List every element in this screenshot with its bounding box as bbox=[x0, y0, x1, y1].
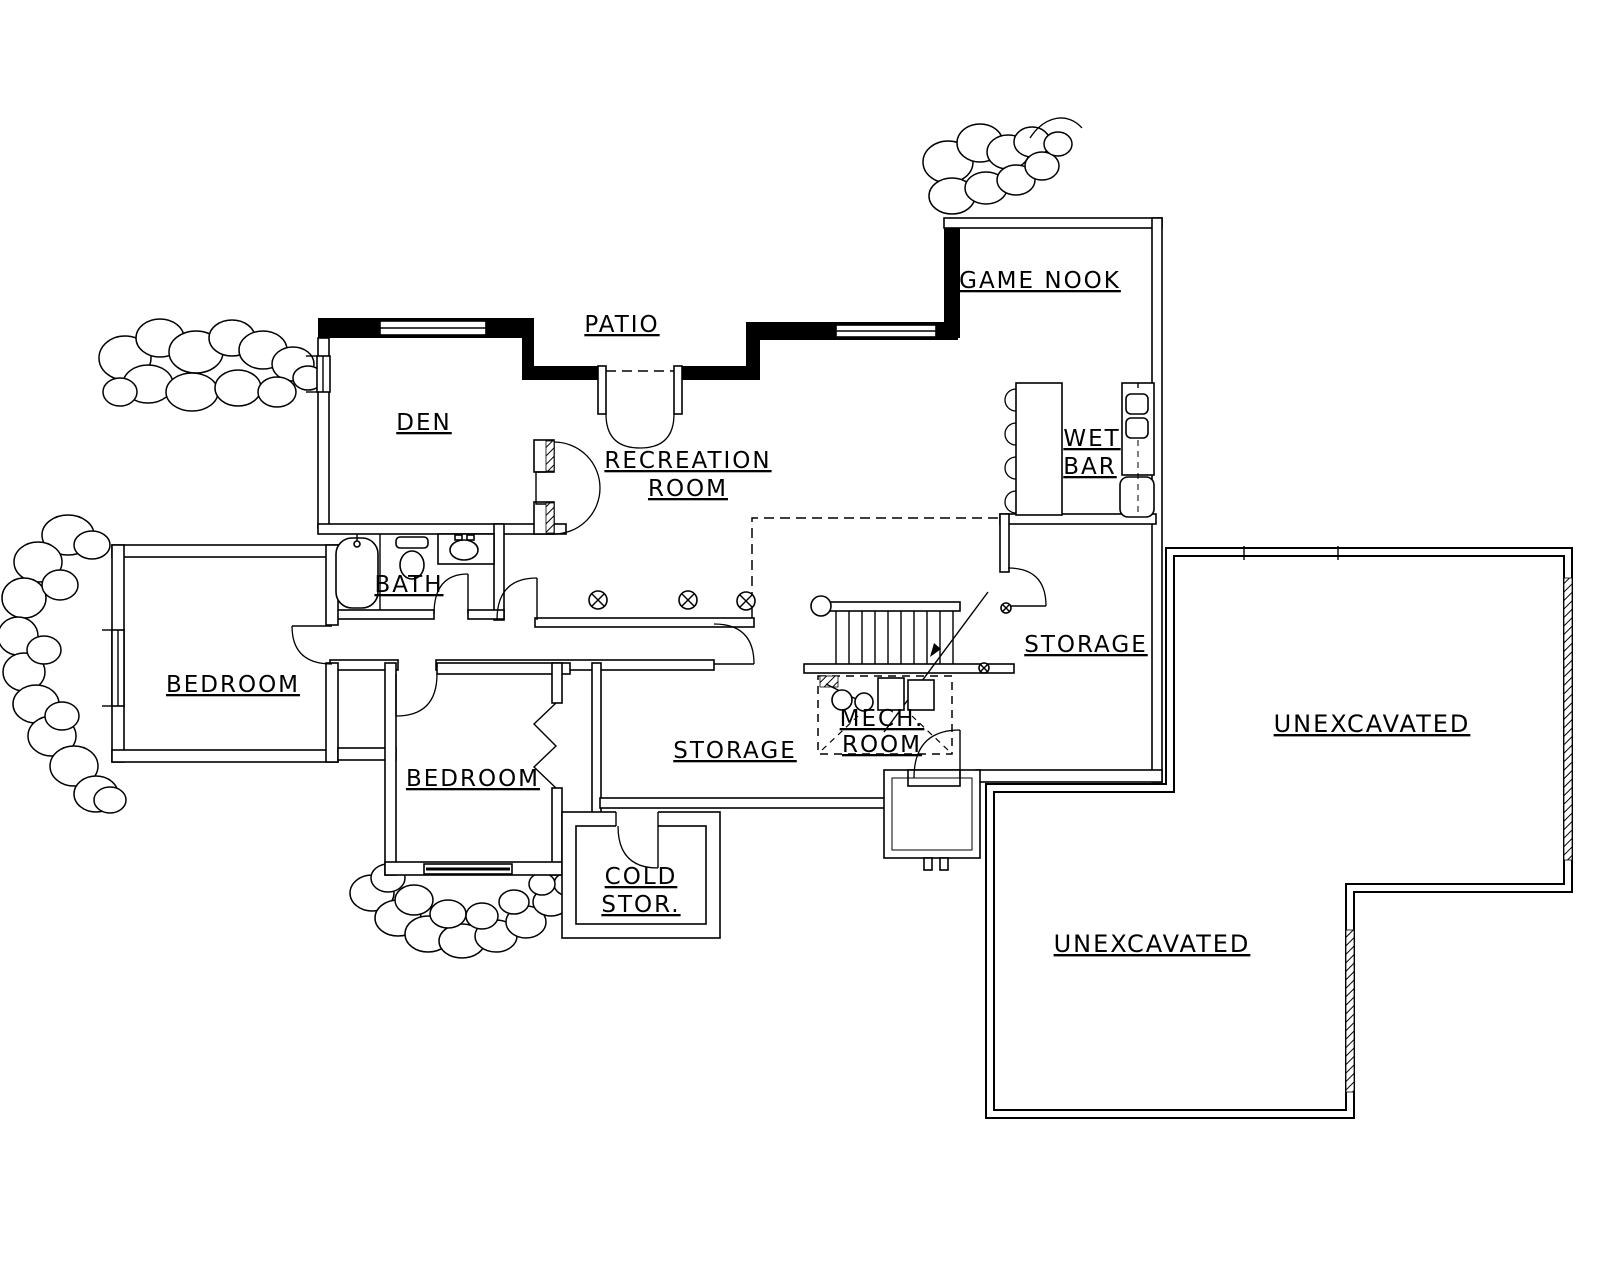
bar-counter-icon bbox=[1015, 382, 1063, 516]
refrigerator-icon bbox=[1119, 440, 1155, 518]
window-bedroom-left-icon bbox=[102, 629, 125, 707]
window-den-north-icon bbox=[379, 320, 487, 336]
room-label-game-nook: GAME NOOK bbox=[959, 268, 1121, 294]
patio-thick-walls bbox=[318, 218, 960, 380]
room-label-recreation-line2: ROOM bbox=[648, 476, 728, 502]
window-rec-north-icon bbox=[835, 324, 937, 338]
bifold-closet-doors-icon bbox=[532, 702, 558, 789]
shrub-cluster-bottom-icon bbox=[349, 863, 585, 959]
room-label-cold-line2: STOR. bbox=[601, 892, 680, 918]
door-bath-icon bbox=[433, 573, 469, 615]
patio-french-doors-icon bbox=[597, 365, 683, 449]
foundation-hatch-lower bbox=[1345, 929, 1355, 1093]
room-label-unexcavated-lower: UNEXCAVATED bbox=[1054, 930, 1251, 958]
support-post-icon bbox=[736, 591, 756, 611]
vanity-sink-icon bbox=[437, 533, 495, 565]
bar-stools-icon bbox=[1004, 388, 1017, 514]
door-hall-rec-icon bbox=[496, 577, 538, 621]
bar-sink-counter-icon bbox=[1121, 382, 1155, 476]
room-label-wet-bar-line1: WET bbox=[1063, 426, 1120, 452]
room-label-recreation-line1: RECREATION bbox=[604, 448, 771, 474]
unexcavated-foundation-walls bbox=[985, 546, 1573, 1119]
room-label-patio: PATIO bbox=[584, 312, 659, 338]
window-bedroom-lower-icon bbox=[423, 863, 513, 875]
door-hall-storage-icon bbox=[713, 623, 755, 665]
overhang-dashed-line bbox=[751, 517, 1000, 618]
room-label-bath: BATH bbox=[374, 572, 443, 598]
room-label-storage-right: STORAGE bbox=[1024, 632, 1148, 658]
room-label-bedroom-left: BEDROOM bbox=[166, 672, 300, 698]
furnace-units-icon bbox=[877, 677, 935, 711]
door-bedroom-left-icon bbox=[291, 625, 333, 665]
room-label-wet-bar-line2: BAR bbox=[1063, 454, 1117, 480]
shrub-cluster-top-left-icon bbox=[98, 318, 324, 412]
stairs-icon bbox=[803, 591, 1015, 733]
room-label-bedroom-lower: BEDROOM bbox=[406, 766, 540, 792]
door-bedroom-lower-icon bbox=[395, 673, 438, 717]
room-label-den: DEN bbox=[396, 410, 451, 436]
toilet-icon bbox=[395, 536, 429, 580]
support-post-icon bbox=[588, 590, 608, 610]
water-heater-tanks-icon bbox=[831, 689, 874, 712]
room-label-mech-line2: ROOM bbox=[842, 732, 922, 758]
shrub-cluster-left-icon bbox=[0, 514, 127, 814]
room-label-mech-line1: MECH. bbox=[840, 706, 925, 732]
foundation-hatch-upper bbox=[1563, 577, 1573, 861]
shrub-cluster-top-right-icon bbox=[922, 117, 1083, 215]
room-label-cold-line1: COLD bbox=[605, 864, 678, 890]
bathtub-icon bbox=[335, 534, 379, 609]
cold-storage-walls bbox=[561, 810, 721, 939]
room-label-unexcavated-upper: UNEXCAVATED bbox=[1274, 710, 1471, 738]
chimney-block bbox=[883, 769, 981, 871]
window-den-west-icon bbox=[306, 355, 331, 393]
interior-walls bbox=[111, 217, 1163, 876]
support-post-icon bbox=[678, 590, 698, 610]
den-fireplace-icon bbox=[533, 439, 601, 535]
room-label-storage-middle: STORAGE bbox=[673, 738, 797, 764]
door-storage-right-icon bbox=[1007, 567, 1047, 607]
door-cold-storage-icon bbox=[617, 825, 659, 869]
